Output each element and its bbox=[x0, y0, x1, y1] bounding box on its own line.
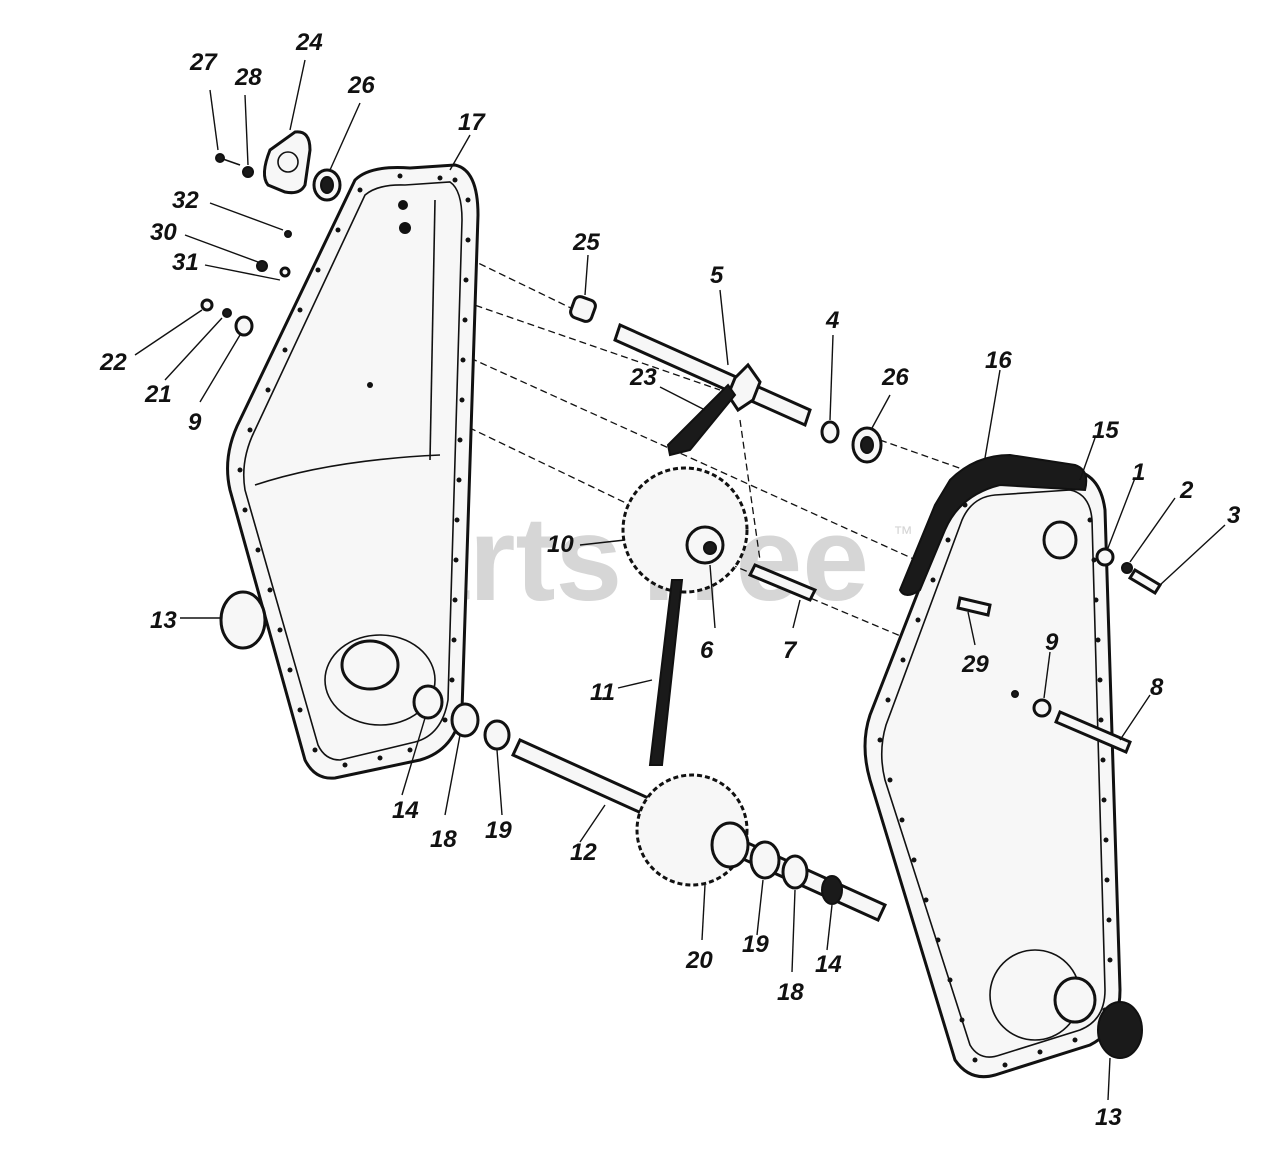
top-bearing-hardware bbox=[215, 130, 342, 202]
callout-13: 13 bbox=[150, 607, 177, 634]
callout-13: 13 bbox=[1095, 1104, 1122, 1131]
right-case-bolt-holes bbox=[877, 502, 1113, 1068]
callout-16: 16 bbox=[985, 347, 1012, 374]
lower-axle-assembly bbox=[219, 590, 1143, 1059]
upper-chain bbox=[666, 383, 737, 457]
callout-18: 18 bbox=[430, 826, 457, 853]
watermark-trademark: ™ bbox=[893, 523, 913, 545]
callout-31: 31 bbox=[172, 249, 199, 276]
callout-26: 26 bbox=[347, 72, 375, 99]
right-fasteners bbox=[956, 596, 1132, 754]
callout-9: 9 bbox=[1045, 629, 1059, 656]
callout-10: 10 bbox=[547, 531, 574, 558]
right-chain-case bbox=[863, 453, 1122, 1079]
callout-26: 26 bbox=[881, 364, 909, 391]
callout-30: 30 bbox=[150, 219, 177, 246]
callout-29: 29 bbox=[961, 651, 989, 678]
callout-11: 11 bbox=[590, 679, 615, 706]
lower-chain bbox=[648, 579, 684, 766]
callout-2: 2 bbox=[1179, 477, 1194, 504]
callout-6: 6 bbox=[700, 637, 714, 664]
callout-28: 28 bbox=[234, 64, 262, 91]
callout-25: 25 bbox=[572, 229, 600, 256]
upper-shaft-assembly bbox=[569, 295, 883, 464]
callouts: 27 28 24 26 17 32 30 31 22 21 9 25 5 4 2… bbox=[99, 29, 1241, 1131]
callout-21: 21 bbox=[144, 381, 172, 408]
callout-18: 18 bbox=[777, 979, 804, 1006]
callout-19: 19 bbox=[485, 817, 512, 844]
right-case-fasteners bbox=[1095, 547, 1163, 596]
callout-24: 24 bbox=[295, 29, 323, 56]
callout-15: 15 bbox=[1092, 417, 1119, 444]
callout-12: 12 bbox=[570, 839, 597, 866]
callout-5: 5 bbox=[710, 262, 724, 289]
callout-27: 27 bbox=[189, 49, 218, 76]
callout-32: 32 bbox=[172, 187, 199, 214]
callout-9: 9 bbox=[188, 409, 202, 436]
callout-19: 19 bbox=[742, 931, 769, 958]
leader-lines bbox=[134, 59, 1226, 1101]
left-case-bolt-holes bbox=[237, 173, 471, 768]
callout-23: 23 bbox=[629, 364, 657, 391]
left-chain-case bbox=[226, 163, 480, 780]
callout-22: 22 bbox=[99, 349, 127, 376]
callout-14: 14 bbox=[392, 797, 419, 824]
callout-7: 7 bbox=[783, 637, 798, 664]
intermediate-sprockets bbox=[621, 466, 818, 602]
callout-4: 4 bbox=[825, 307, 839, 334]
callout-20: 20 bbox=[685, 947, 713, 974]
callout-8: 8 bbox=[1150, 674, 1164, 701]
callout-14: 14 bbox=[815, 951, 842, 978]
callout-17: 17 bbox=[458, 109, 486, 136]
callout-1: 1 bbox=[1132, 459, 1145, 486]
callout-3: 3 bbox=[1227, 502, 1241, 529]
left-fasteners bbox=[200, 230, 292, 337]
